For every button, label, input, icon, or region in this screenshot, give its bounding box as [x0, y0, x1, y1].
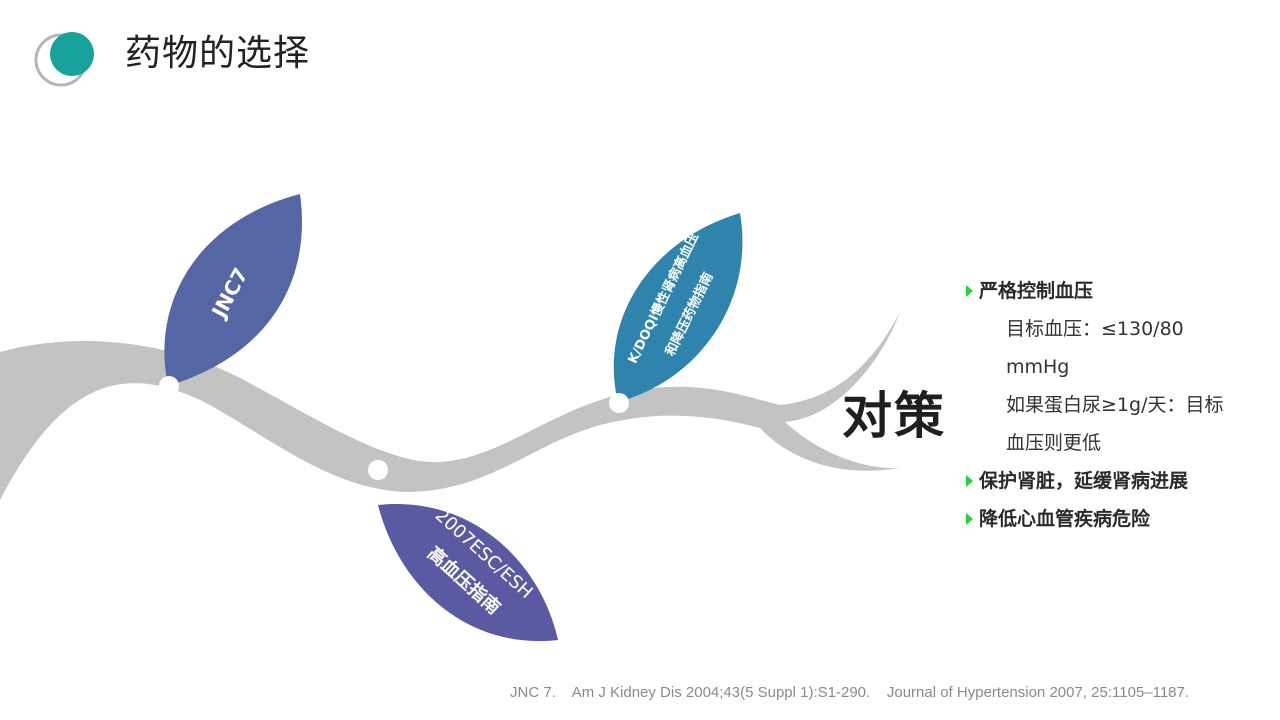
triangle-bullet-icon — [966, 475, 973, 487]
list-item: 严格控制血压 — [962, 272, 1262, 310]
node-dot — [368, 460, 388, 480]
detail-line: 目标血压：≤130/80 — [1006, 318, 1184, 340]
leaf-kdoqi — [613, 213, 743, 402]
detail-line: 如果蛋白尿≥1g/天：目标 — [1006, 394, 1224, 416]
logo-icon — [34, 32, 94, 87]
leaf-jnc7 — [164, 194, 302, 386]
list-item-label: 保护肾脏，延缓肾病进展 — [979, 470, 1189, 492]
leaf-esc — [378, 503, 558, 642]
branch — [0, 312, 900, 500]
detail-line: mmHg — [1006, 356, 1070, 378]
node-dot — [609, 393, 629, 413]
triangle-bullet-icon — [966, 513, 973, 525]
detail-line: 血压则更低 — [1006, 432, 1102, 454]
reference-footnote: JNC 7. Am J Kidney Dis 2004;43(5 Suppl 1… — [510, 684, 1190, 701]
list-item: 降低心血管疾病危险 — [962, 500, 1262, 538]
page-title: 药物的选择 — [125, 33, 311, 74]
strategy-title: 对策 — [842, 387, 946, 445]
strategy-list: 严格控制血压 目标血压：≤130/80 mmHg 如果蛋白尿≥1g/天：目标 血… — [962, 272, 1262, 538]
node-dot — [159, 376, 179, 396]
list-item: 保护肾脏，延缓肾病进展 — [962, 462, 1262, 500]
list-item-label: 降低心血管疾病危险 — [979, 508, 1151, 530]
logo-disc — [50, 32, 94, 76]
triangle-bullet-icon — [966, 285, 973, 297]
list-item-label: 严格控制血压 — [979, 280, 1094, 302]
